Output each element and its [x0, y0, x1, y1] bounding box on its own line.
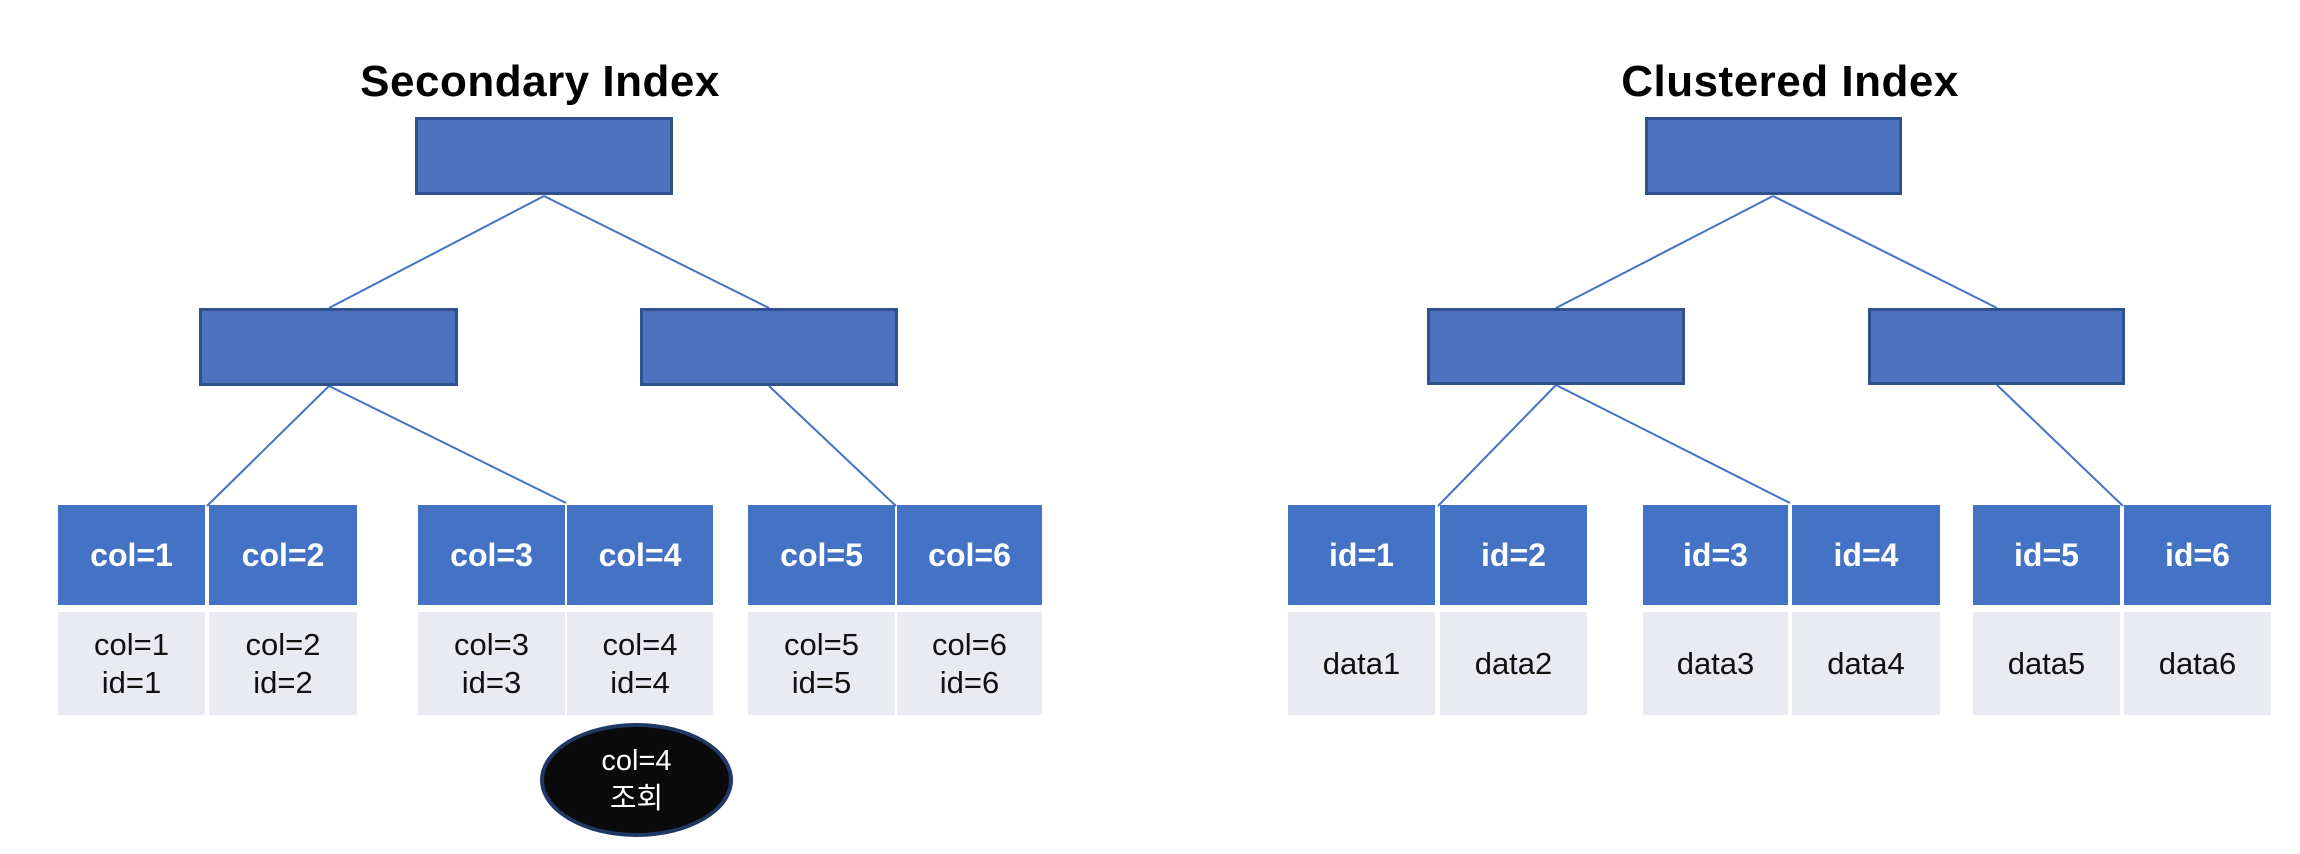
clustered-internal-node-left [1427, 308, 1685, 385]
body-line: col=2 [245, 626, 321, 662]
leaf-body-data-6: data6 [2124, 612, 2271, 715]
edge-secondary-left-group2 [328, 385, 567, 504]
leaf-header-col-6: col=6 [897, 505, 1042, 605]
body-line: data4 [1827, 645, 1905, 681]
leaf-header-id-3: id=3 [1643, 505, 1788, 605]
edge-clustered-left-group1 [1437, 384, 1557, 507]
body-line: col=6 [932, 626, 1007, 662]
leaf-header-id-2: id=2 [1440, 505, 1587, 605]
leaf-header-col-3: col=3 [418, 505, 565, 605]
edge-secondary-left-group1 [206, 385, 330, 507]
leaf-body-data-1: data1 [1288, 612, 1435, 715]
leaf-body-col-5: col=5 id=5 [748, 612, 895, 715]
body-line: col=5 [784, 626, 859, 662]
leaf-header-id-6: id=6 [2124, 505, 2271, 605]
leaf-body-data-3: data3 [1643, 612, 1788, 715]
leaf-body-data-4: data4 [1792, 612, 1940, 715]
edge-secondary-right-group3 [768, 385, 897, 507]
body-line: id=5 [791, 664, 852, 700]
body-line: data2 [1474, 645, 1553, 681]
edge-clustered-root-left [1555, 195, 1774, 309]
leaf-header-id-1: id=1 [1288, 505, 1435, 605]
body-line: id=1 [101, 664, 162, 700]
callout-line: 조회 [609, 783, 664, 815]
leaf-header-col-5: col=5 [748, 505, 895, 605]
body-line: id=3 [461, 664, 522, 700]
leaf-body-col-3: col=3 id=3 [418, 612, 565, 715]
edge-secondary-root-left [328, 195, 545, 309]
secondary-root-node [415, 117, 673, 195]
edge-clustered-right-group3 [1996, 384, 2124, 507]
edge-clustered-root-right [1772, 195, 1998, 309]
leaf-header-id-5: id=5 [1973, 505, 2120, 605]
clustered-root-node [1645, 117, 1902, 195]
body-line: col=1 [94, 626, 169, 662]
leaf-header-col-4: col=4 [567, 505, 713, 605]
body-line: data1 [1322, 645, 1401, 681]
leaf-body-col-1: col=1 id=1 [58, 612, 205, 715]
secondary-index-title: Secondary Index [360, 57, 720, 106]
body-line: data5 [2007, 645, 2086, 681]
secondary-internal-node-right [640, 308, 898, 386]
lookup-callout-ellipse: col=4 조회 [540, 723, 733, 837]
body-line: id=6 [939, 664, 1000, 700]
leaf-body-col-4: col=4 id=4 [567, 612, 713, 715]
body-line: col=4 [602, 626, 678, 662]
leaf-body-data-5: data5 [1973, 612, 2120, 715]
clustered-index-title: Clustered Index [1621, 57, 1959, 106]
leaf-body-col-2: col=2 id=2 [209, 612, 357, 715]
body-line: data6 [2158, 645, 2237, 681]
leaf-header-col-2: col=2 [209, 505, 357, 605]
body-line: data3 [1676, 645, 1755, 681]
clustered-internal-node-right [1868, 308, 2125, 385]
secondary-internal-node-left [199, 308, 458, 386]
leaf-body-col-6: col=6 id=6 [897, 612, 1042, 715]
body-line: id=2 [253, 664, 313, 700]
callout-line: col=4 [601, 745, 672, 777]
leaf-header-id-4: id=4 [1792, 505, 1940, 605]
leaf-header-col-1: col=1 [58, 505, 205, 605]
leaf-body-data-2: data2 [1440, 612, 1587, 715]
edge-clustered-left-group2 [1555, 384, 1791, 504]
edge-secondary-root-right [543, 195, 770, 309]
body-line: id=4 [610, 664, 670, 700]
body-line: col=3 [454, 626, 529, 662]
